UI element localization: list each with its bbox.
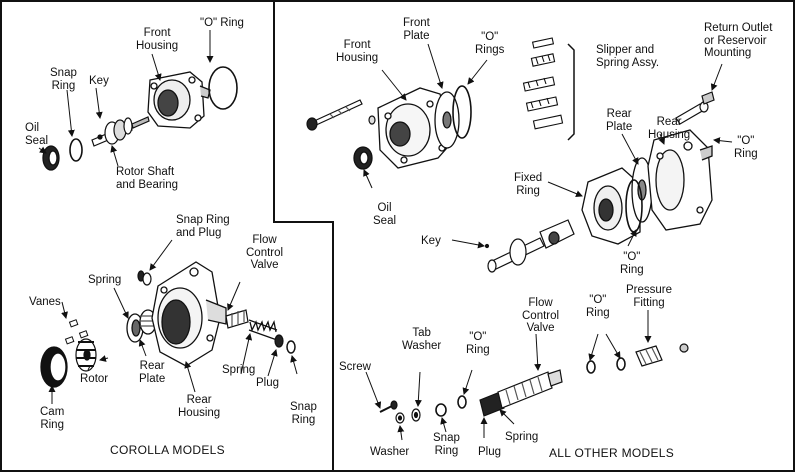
label-other-rear-housing: Rear Housing xyxy=(648,116,691,141)
corolla-rotor-shaft xyxy=(91,116,150,147)
label-other-o-ring-right: "O" Ring xyxy=(734,135,758,160)
other-small-part xyxy=(368,115,376,125)
corolla-spring-bottom xyxy=(248,319,278,341)
other-washer xyxy=(395,412,405,424)
other-rotor-shaft xyxy=(487,219,575,273)
corolla-front-housing xyxy=(147,71,211,129)
label-corolla-front-housing: Front Housing xyxy=(136,27,179,52)
label-other-return-outlet: Return Outlet or Reservoir Mounting xyxy=(704,22,773,59)
corolla-vanes xyxy=(64,319,89,345)
caption-corolla-models: COROLLA MODELS xyxy=(110,443,225,457)
caption-all-other-models: ALL OTHER MODELS xyxy=(549,446,675,460)
panel-divider xyxy=(273,2,334,470)
corolla-snap-ring-bottom xyxy=(286,340,296,354)
other-front-housing xyxy=(377,87,455,169)
other-key xyxy=(484,243,490,249)
other-screw-long xyxy=(306,99,363,131)
corolla-snap-ring xyxy=(69,138,83,162)
other-screw xyxy=(379,400,398,413)
label-other-spring: Spring xyxy=(505,431,539,443)
label-corolla-rotor: Rotor xyxy=(80,373,109,385)
label-corolla-o-ring: "O" Ring xyxy=(200,17,244,29)
other-pressure-fitting xyxy=(635,343,689,367)
label-corolla-cam-ring: Cam Ring xyxy=(40,406,65,431)
corolla-rear-housing xyxy=(151,261,227,367)
other-slipper-spring-assy xyxy=(522,37,575,141)
other-fixed-ring xyxy=(581,167,641,245)
label-other-pressure-fitting: Pressure Fitting xyxy=(626,284,673,309)
label-other-oil-seal: Oil Seal xyxy=(373,202,397,227)
label-other-snap-ring: Snap Ring xyxy=(433,432,460,457)
label-other-rear-plate: Rear Plate xyxy=(606,108,633,133)
label-corolla-spring-top: Spring xyxy=(88,274,122,286)
other-return-outlet xyxy=(675,91,715,125)
label-corolla-snap-ring-bottom: Snap Ring xyxy=(290,401,317,426)
label-other-tab-washer: Tab Washer xyxy=(402,327,442,352)
corolla-cam-ring xyxy=(40,346,68,388)
label-other-screw: Screw xyxy=(339,361,371,373)
label-corolla-rear-plate: Rear Plate xyxy=(139,360,166,385)
label-corolla-rear-housing: Rear Housing xyxy=(178,394,221,419)
other-o-ring-small xyxy=(457,395,467,409)
corolla-rear-plate xyxy=(126,313,144,343)
corolla-plug xyxy=(274,334,284,348)
label-corolla-vanes: Vanes xyxy=(29,296,61,308)
other-tab-washer xyxy=(411,408,421,422)
other-spring-valve xyxy=(479,369,563,417)
other-oil-seal xyxy=(353,146,373,170)
other-o-rings-right xyxy=(586,357,626,374)
corolla-o-ring-top xyxy=(208,66,238,110)
label-other-o-ring-top: "O" Ring xyxy=(586,294,610,319)
label-corolla-rotor-shaft: Rotor Shaft and Bearing xyxy=(116,166,179,191)
other-front-plate xyxy=(434,91,460,149)
label-other-slipper: Slipper and Spring Assy. xyxy=(596,44,660,69)
label-corolla-snap-ring: Snap Ring xyxy=(50,67,77,92)
corolla-snap-ring-plug xyxy=(137,270,152,286)
label-other-key: Key xyxy=(421,235,441,247)
other-rear-housing xyxy=(647,129,713,231)
corolla-flow-control-valve xyxy=(225,309,249,329)
label-other-o-rings: "O" Rings xyxy=(475,31,505,56)
corolla-rotor xyxy=(75,338,97,372)
label-corolla-plug: Plug xyxy=(256,377,280,389)
label-other-fixed-ring: Fixed Ring xyxy=(514,172,543,197)
label-other-front-housing: Front Housing xyxy=(336,39,379,64)
label-corolla-snap-ring-plug: Snap Ring and Plug xyxy=(176,214,230,239)
label-other-front-plate: Front Plate xyxy=(403,17,430,42)
other-o-rings-front xyxy=(452,85,472,139)
label-other-o-ring-mid: "O" Ring xyxy=(620,251,644,276)
label-corolla-flow-control: Flow Control Valve xyxy=(246,234,284,271)
corolla-oil-seal xyxy=(42,145,60,171)
label-corolla-oil-seal: Oil Seal xyxy=(25,122,49,147)
label-other-flow-control: Flow Control Valve xyxy=(522,297,560,334)
label-other-washer: Washer xyxy=(370,446,410,458)
label-other-plug: Plug xyxy=(478,446,502,458)
label-corolla-spring-bottom: Spring xyxy=(222,364,256,376)
label-other-o-ring-small: "O" Ring xyxy=(466,331,490,356)
leader-lines xyxy=(38,30,733,441)
label-corolla-key: Key xyxy=(89,75,109,87)
other-snap-ring xyxy=(435,403,447,417)
